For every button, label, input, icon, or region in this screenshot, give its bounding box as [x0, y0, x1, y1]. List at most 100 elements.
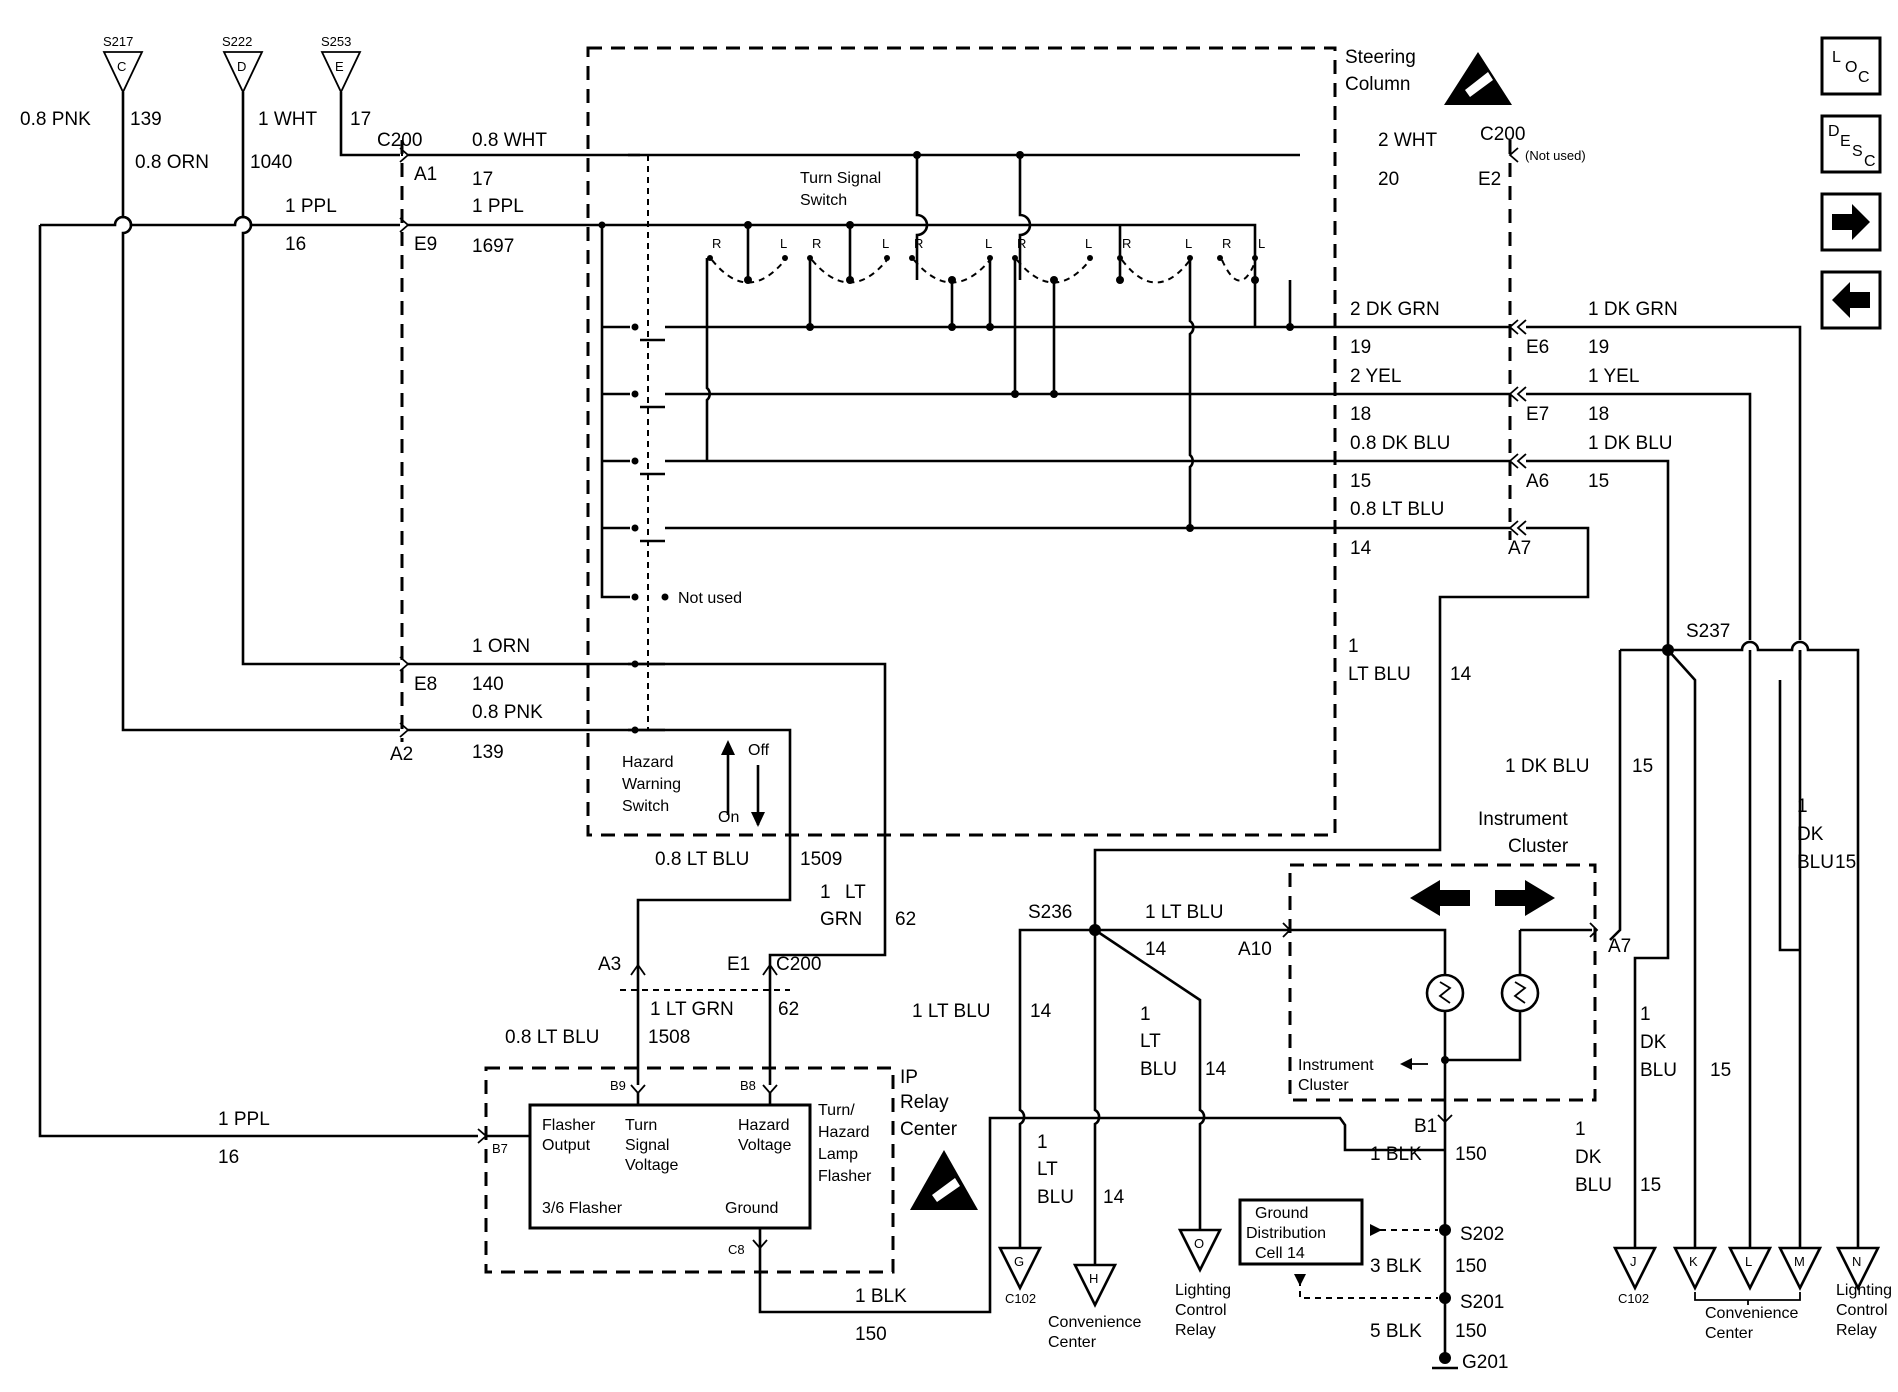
connector-ref-n[interactable]: N Lighting Control Relay	[1835, 1246, 1892, 1339]
connector-ref-j[interactable]: J C102	[1612, 1246, 1658, 1306]
wire-label: 1 ORN	[472, 636, 530, 657]
wire-label: 1	[820, 882, 831, 903]
connector-c200: C200	[1480, 124, 1525, 145]
svg-text:Relay: Relay	[1836, 1322, 1877, 1339]
left-bulb-icon	[1425, 973, 1465, 1013]
splice-letter: E	[335, 59, 344, 74]
turn-signal-switch-label: Turn Signal	[800, 170, 881, 187]
wire-circuit: 1040	[250, 152, 292, 173]
ground-label: Ground	[725, 1200, 778, 1217]
instrument-cluster-inner-label: Cluster	[1298, 1077, 1349, 1094]
wire-label: 1	[1348, 636, 1359, 657]
steering-column-label: Column	[1345, 74, 1410, 95]
wire-label: 1 PPL	[218, 1109, 270, 1130]
svg-text:L: L	[1258, 236, 1265, 251]
splice-label: S237	[1686, 621, 1730, 642]
connector-a3: A3	[598, 954, 621, 975]
turn-signal-voltage-label: Voltage	[625, 1157, 678, 1174]
svg-text:O: O	[1845, 59, 1857, 76]
steering-column-box	[586, 46, 1337, 837]
not-used-label: Not used	[678, 590, 742, 607]
wire-label: 1 BLK	[1370, 1144, 1422, 1165]
wire-label: 0.8 LT BLU	[505, 1027, 599, 1048]
wire-label: 2 YEL	[1350, 366, 1401, 387]
wire-label: 0.8 LT BLU	[1350, 499, 1444, 520]
wire-circuit: 150	[1455, 1321, 1487, 1342]
svg-text:R: R	[914, 236, 923, 251]
connector-a6: A6	[1526, 471, 1549, 492]
wire-label: 1 LT BLU	[912, 1001, 991, 1022]
next-arrow-button[interactable]	[1820, 192, 1882, 252]
svg-text:L: L	[1745, 1254, 1752, 1269]
wire-label: GRN	[820, 909, 862, 930]
splice-ref-s222[interactable]: S222 D	[222, 34, 264, 95]
wire-label: 5 BLK	[1370, 1321, 1422, 1342]
connector-ref-l[interactable]: L Convenience Center	[1705, 1246, 1799, 1342]
connector-c200: C200	[377, 130, 422, 151]
connector-a2: A2	[390, 744, 413, 765]
prev-arrow-button[interactable]	[1820, 270, 1882, 330]
connector-ref-g[interactable]: G C102	[997, 1246, 1043, 1306]
instrument-cluster-label: Cluster	[1508, 836, 1569, 857]
connector-ref-h[interactable]: H Convenience Center	[1048, 1263, 1142, 1351]
wire-label: 1	[1797, 796, 1808, 817]
svg-text:Center: Center	[1048, 1334, 1097, 1351]
flasher-output-label: Flasher	[542, 1117, 596, 1134]
wire-label: 1 PPL	[285, 196, 337, 217]
wire-circuit: 19	[1588, 337, 1609, 358]
wire-label: 2 DK GRN	[1350, 299, 1440, 320]
splice-label: S222	[222, 34, 252, 49]
svg-text:D: D	[1828, 123, 1840, 140]
wire-circuit: 62	[778, 999, 799, 1020]
ip-relay-label: IP	[900, 1067, 918, 1088]
ip-relay-center-box	[484, 1066, 895, 1274]
svg-text:N: N	[1852, 1254, 1861, 1269]
wire-label: 1 YEL	[1588, 366, 1639, 387]
splice-label: S236	[1028, 902, 1072, 923]
wire-circuit: 15	[1350, 471, 1371, 492]
wire-circuit: 150	[1455, 1144, 1487, 1165]
desc-button[interactable]: D E S C	[1820, 114, 1882, 174]
ip-relay-label: Center	[900, 1119, 958, 1140]
flasher-side-label: Flasher	[818, 1168, 872, 1185]
right-bulb-icon	[1500, 973, 1540, 1013]
turn-switch-contacts	[707, 155, 1259, 284]
wire-label: DK	[1640, 1032, 1667, 1053]
wire-label: 1 DK BLU	[1588, 433, 1672, 454]
connector-a1: A1	[414, 164, 437, 185]
splice-ref-s253[interactable]: S253 E	[320, 34, 362, 95]
svg-text:Convenience: Convenience	[1705, 1305, 1799, 1322]
flasher-side-label: Turn/	[818, 1102, 855, 1119]
esd-warning-icon	[910, 1150, 978, 1210]
wire-circuit: 15	[1588, 471, 1609, 492]
svg-text:Center: Center	[1705, 1325, 1754, 1342]
svg-text:R: R	[1017, 236, 1026, 251]
connector-a10: A10	[1238, 939, 1272, 960]
flasher-side-label: Lamp	[818, 1146, 858, 1163]
contact-arcs	[711, 259, 1256, 284]
ground-distribution-box[interactable]	[1238, 1198, 1364, 1266]
connector-ref-k[interactable]: K	[1672, 1246, 1718, 1291]
splice-s201	[1439, 1292, 1451, 1304]
splice-label: S217	[103, 34, 133, 49]
esd-warning-icon	[1444, 52, 1512, 105]
wire-label: 0.8 PNK	[20, 109, 91, 130]
wire-label: 1 LT BLU	[1145, 902, 1224, 923]
wire-circuit: 17	[350, 109, 371, 130]
loc-button[interactable]: L O C	[1820, 36, 1882, 96]
flasher-box[interactable]	[528, 1103, 812, 1230]
connector-ref-m[interactable]: M	[1777, 1246, 1823, 1291]
splice-ref-s217[interactable]: S217 C	[102, 34, 144, 95]
wire-circuit: 140	[472, 674, 504, 695]
svg-text:Convenience: Convenience	[1048, 1314, 1142, 1331]
wire-circuit: 15	[1632, 756, 1653, 777]
wire-circuit: 18	[1588, 404, 1609, 425]
wire-label: 2 WHT	[1378, 130, 1438, 151]
svg-text:L: L	[1185, 236, 1192, 251]
instrument-cluster-inner-label: Instrument	[1298, 1057, 1374, 1074]
hazard-on-label: On	[718, 809, 739, 826]
wire-label: 1 BLK	[855, 1286, 907, 1307]
connector-ref-o[interactable]: O Lighting Control Relay	[1175, 1228, 1231, 1339]
connector-b8: B8	[740, 1078, 756, 1093]
svg-text:G: G	[1014, 1254, 1024, 1269]
